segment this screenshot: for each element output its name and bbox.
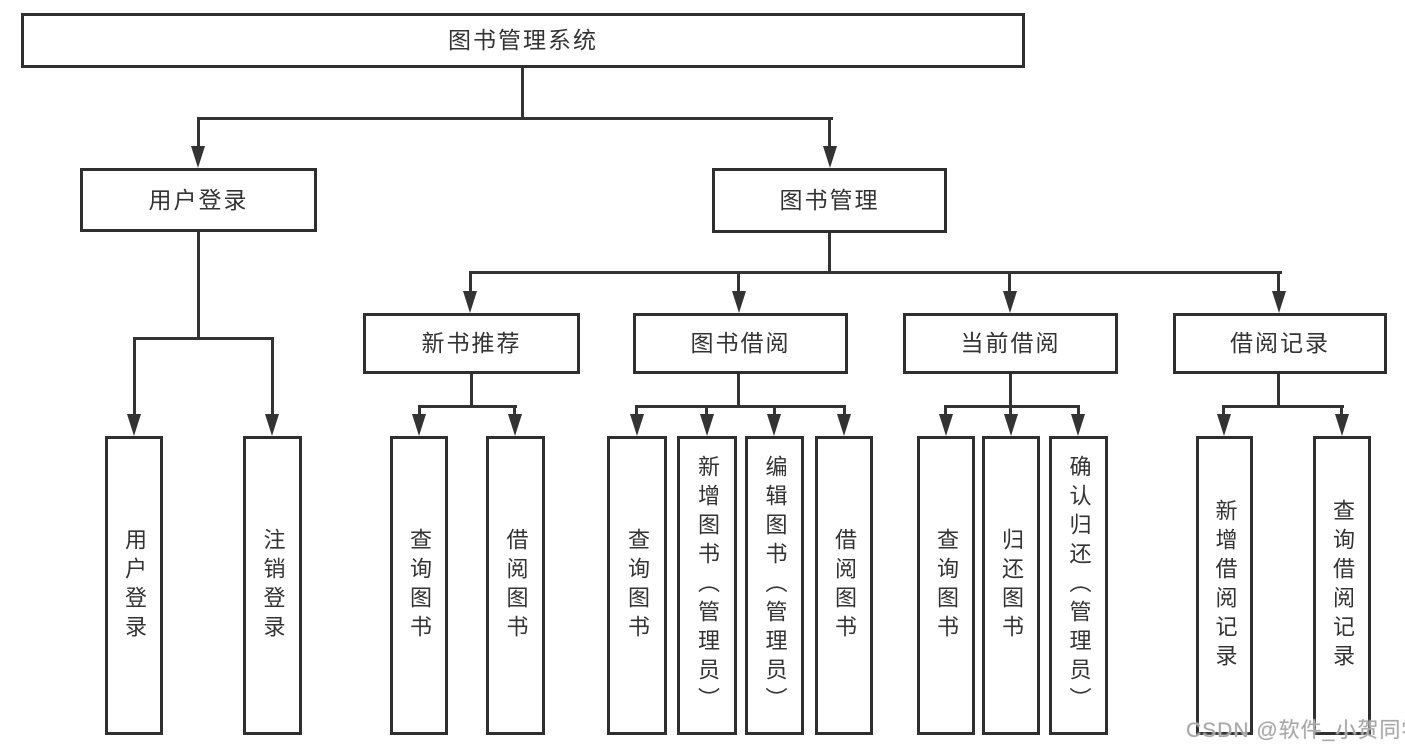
connector-line	[828, 233, 831, 274]
node-label: 用户登录	[122, 527, 147, 644]
leaf-query-borrow-record: 查询借阅记录	[1313, 436, 1371, 735]
connector-line	[1222, 405, 1344, 408]
connector-line	[737, 374, 740, 407]
node-label: 图书借阅	[690, 330, 791, 356]
arrowhead-down-icon	[823, 146, 837, 168]
node-label: 查询图书	[625, 527, 650, 644]
leaf-return-books: 归还图书	[982, 436, 1040, 735]
connector-line	[1009, 374, 1012, 407]
arrowhead-down-icon	[508, 414, 522, 436]
connector-line	[705, 405, 708, 416]
node-new-book-recommend: 新书推荐	[363, 313, 580, 374]
connector-line	[133, 337, 274, 340]
leaf-query-books-borrow: 查询图书	[607, 436, 667, 735]
connector-line	[271, 337, 274, 416]
connector-line	[470, 374, 473, 407]
connector-line	[469, 271, 472, 293]
connector-line	[521, 68, 524, 118]
leaf-add-borrow-record: 新增借阅记录	[1196, 436, 1253, 735]
connector-line	[197, 117, 200, 148]
arrowhead-down-icon	[1335, 414, 1349, 436]
leaf-add-books-admin: 新增图书（管理员）	[677, 436, 737, 735]
connector-line	[944, 405, 1080, 408]
connector-line	[513, 405, 516, 416]
node-label: 归还图书	[999, 527, 1024, 644]
leaf-borrow-books: 借阅图书	[815, 436, 873, 735]
connector-line	[1340, 405, 1343, 416]
node-label: 查询借阅记录	[1330, 498, 1355, 673]
leaf-user-login: 用户登录	[105, 436, 163, 735]
arrowhead-down-icon	[700, 414, 714, 436]
leaf-edit-books-admin: 编辑图书（管理员）	[745, 436, 804, 735]
arrowhead-down-icon	[837, 414, 851, 436]
arrowhead-down-icon	[1004, 414, 1018, 436]
node-user-login-group: 用户登录	[80, 168, 317, 232]
node-label: 当前借阅	[960, 330, 1061, 356]
connector-line	[133, 337, 136, 416]
connector-line	[469, 271, 1282, 274]
arrowhead-down-icon	[1272, 291, 1286, 313]
connector-line	[1277, 271, 1280, 293]
leaf-query-books-recommend: 查询图书	[390, 436, 448, 735]
connector-line	[828, 117, 831, 148]
node-book-management-group: 图书管理	[712, 168, 947, 233]
node-root-library-system: 图书管理系统	[21, 13, 1025, 68]
connector-line	[773, 405, 776, 416]
leaf-confirm-return-admin: 确认归还（管理员）	[1049, 436, 1108, 735]
arrowhead-down-icon	[1217, 414, 1231, 436]
connector-line	[737, 271, 740, 293]
node-label: 查询图书	[934, 527, 959, 644]
node-label: 编辑图书（管理员）	[762, 455, 788, 716]
node-label: 图书管理	[779, 187, 880, 213]
arrowhead-down-icon	[1003, 291, 1017, 313]
arrowhead-down-icon	[191, 146, 205, 168]
connector-line	[635, 405, 638, 416]
connector-line	[1222, 405, 1225, 416]
arrowhead-down-icon	[463, 291, 477, 313]
node-book-borrow: 图书借阅	[633, 313, 848, 374]
node-label: 注销登录	[260, 527, 286, 644]
connector-line	[843, 405, 846, 416]
node-label: 确认归还（管理员）	[1066, 455, 1092, 716]
arrowhead-down-icon	[767, 414, 781, 436]
node-label: 新书推荐	[421, 330, 522, 356]
node-label: 借阅记录	[1230, 330, 1330, 356]
node-borrow-records: 借阅记录	[1173, 313, 1387, 374]
node-current-borrow: 当前借阅	[903, 313, 1118, 374]
node-label: 借阅图书	[832, 527, 857, 644]
connector-line	[418, 405, 517, 408]
connector-line	[635, 405, 846, 408]
arrowhead-down-icon	[630, 414, 644, 436]
node-label: 用户登录	[148, 186, 249, 213]
node-label: 图书管理系统	[448, 27, 598, 53]
connector-line	[1077, 405, 1080, 416]
node-label: 借阅图书	[503, 527, 529, 644]
node-label: 新增借阅记录	[1212, 498, 1238, 673]
arrowhead-down-icon	[127, 414, 141, 436]
node-label: 新增图书（管理员）	[695, 455, 720, 716]
arrowhead-down-icon	[1071, 414, 1085, 436]
connector-line	[944, 405, 947, 416]
node-label: 查询图书	[407, 527, 432, 644]
connector-line	[418, 405, 421, 416]
connector-line	[197, 117, 833, 120]
arrowhead-down-icon	[412, 414, 426, 436]
leaf-borrow-books-recommend: 借阅图书	[486, 436, 545, 735]
arrowhead-down-icon	[732, 291, 746, 313]
csdn-watermark: CSDN @软件_小贺同学	[1186, 719, 1405, 742]
leaf-query-books-current: 查询图书	[917, 436, 975, 735]
leaf-logout: 注销登录	[243, 436, 302, 735]
connector-line	[197, 232, 200, 340]
connector-line	[1277, 374, 1280, 407]
connector-line	[1009, 405, 1012, 416]
arrowhead-down-icon	[939, 414, 953, 436]
arrowhead-down-icon	[265, 414, 279, 436]
connector-line	[1008, 271, 1011, 293]
